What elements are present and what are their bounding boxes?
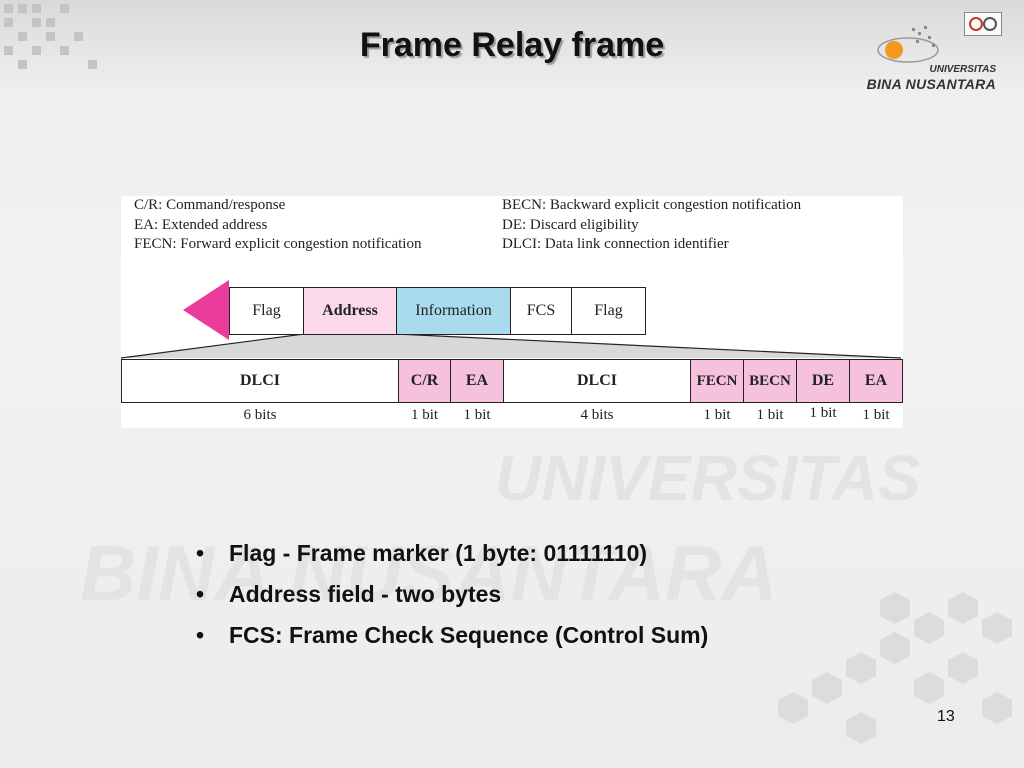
address-field-fecn: FECN: [690, 359, 744, 403]
bullet-dot: •: [196, 581, 205, 607]
bit-count: 1 bit: [463, 407, 491, 423]
frame-field-information: Information: [396, 287, 511, 335]
bit-count: 1 bit: [756, 407, 784, 423]
page-number: 13: [937, 708, 955, 725]
bit-count: 4 bits: [580, 407, 614, 423]
legend-item: DE: Discard eligibility: [502, 216, 639, 233]
address-field-de: DE: [796, 359, 850, 403]
frame-field-flag: Flag: [229, 287, 304, 335]
bit-count: 1 bit: [703, 407, 731, 423]
logo-emblem-icon: [877, 26, 939, 63]
bullet-dot: •: [196, 622, 205, 648]
legend-item: EA: Extended address: [134, 216, 268, 233]
legend-item: DLCI: Data link connection identifier: [502, 236, 729, 252]
legend-item: FECN: Forward explicit congestion notifi…: [134, 236, 422, 252]
bit-count: 1 bit: [410, 407, 439, 423]
legend-right: BECN: Backward explicit congestion notif…: [502, 196, 801, 255]
address-field-becn: BECN: [743, 359, 797, 403]
svg-text:UNIVERSITAS: UNIVERSITAS: [495, 442, 921, 514]
direction-arrow-icon: [183, 280, 229, 340]
legend-item: BECN: Backward explicit congestion notif…: [502, 197, 802, 213]
slide-title: Frame Relay frame: [359, 26, 665, 64]
header-band: [0, 0, 1024, 86]
bit-count: 1 bit: [809, 405, 837, 421]
badge-icon: [964, 12, 1002, 36]
bullet-dot: •: [196, 540, 205, 566]
decorative-dots: [4, 4, 97, 69]
address-field-ea-2: EA: [849, 359, 903, 403]
frame-field-flag-end: Flag: [571, 287, 646, 335]
bit-count: 1 bit: [862, 407, 890, 423]
frame-field-address: Address: [303, 287, 397, 335]
address-field-dlci-low: DLCI: [503, 359, 691, 403]
logo-text-binus: BINA NUSANTARA: [866, 76, 996, 92]
bullet-item: •FCS: Frame Check Sequence (Control Sum): [196, 618, 708, 659]
expansion-lines: [121, 280, 902, 359]
address-field-cr: C/R: [398, 359, 451, 403]
bit-count: 6 bits: [243, 407, 277, 423]
address-field-dlci: DLCI: [121, 359, 399, 403]
address-field-ea: EA: [450, 359, 504, 403]
legend-item: C/R: Command/response: [134, 197, 286, 213]
legend-left: C/R: Command/response EA: Extended addre…: [134, 196, 421, 255]
frame-field-fcs: FCS: [510, 287, 572, 335]
bullet-item: •Flag - Frame marker (1 byte: 01111110): [196, 536, 708, 577]
logo-text-universitas: UNIVERSITAS: [929, 64, 997, 75]
svg-text:BINA NUSANTARA: BINA NUSANTARA: [80, 529, 778, 617]
frame-diagram: C/R: Command/response EA: Extended addre…: [121, 196, 903, 428]
university-logo: UNIVERSITAS BINA NUSANTARA: [852, 12, 1002, 94]
bullet-list: •Flag - Frame marker (1 byte: 01111110) …: [196, 536, 708, 659]
bullet-item: •Address field - two bytes: [196, 577, 708, 618]
